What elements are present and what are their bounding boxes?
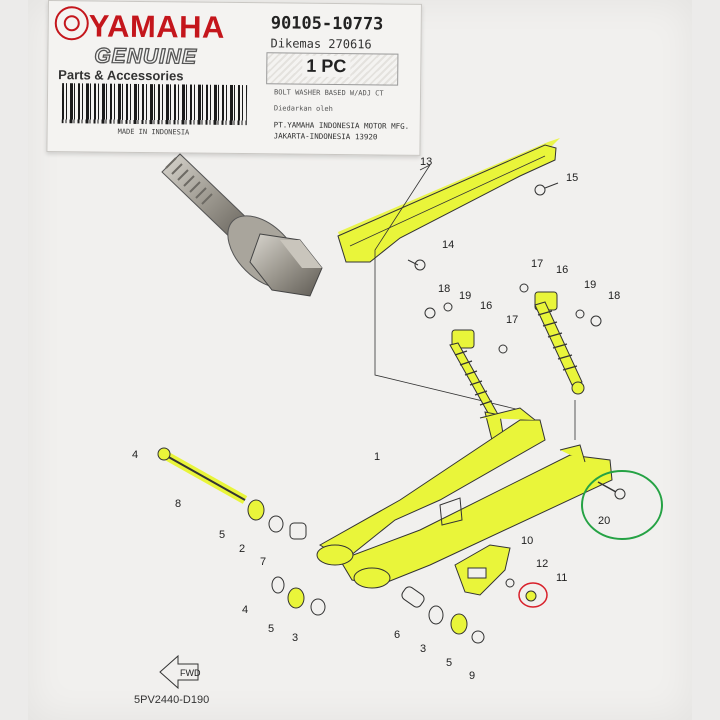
svg-text:FWD: FWD [180, 668, 201, 678]
yamaha-tuning-fork-icon [54, 6, 89, 41]
bolt-photo [161, 153, 323, 297]
shock-absorber-left [449, 329, 505, 441]
quantity: 1 PC [302, 55, 351, 78]
svg-text:4: 4 [242, 604, 248, 616]
part-description: BOLT WASHER BASED W/ADJ CT [274, 88, 384, 98]
svg-text:9: 9 [469, 670, 475, 682]
svg-text:3: 3 [420, 643, 426, 655]
svg-text:14: 14 [442, 239, 454, 251]
svg-text:19: 19 [459, 290, 471, 302]
green-marker-circle [581, 470, 663, 540]
barcode [61, 83, 248, 126]
svg-text:2: 2 [239, 543, 245, 555]
fwd-arrow-icon: FWD [159, 654, 201, 690]
chain-puller-part-10 [454, 544, 511, 596]
svg-text:8: 8 [175, 498, 181, 510]
svg-text:18: 18 [438, 283, 450, 295]
chain-case-part-13 [337, 138, 560, 263]
svg-text:5: 5 [268, 623, 274, 635]
drawing-code: 5PV2440-D190 [134, 694, 210, 706]
distributor-text: Diedarkan oleh [273, 104, 333, 113]
yamaha-parts-label: YAMAHA GENUINE Parts & Accessories MADE … [46, 0, 422, 156]
svg-text:20: 20 [598, 515, 610, 527]
genuine-text: GENUINE [94, 44, 198, 69]
callout-labels: 13 14 15 16 16 17 17 18 18 19 19 1 20 8 … [132, 156, 620, 682]
brand-name: YAMAHA [88, 8, 226, 45]
svg-text:18: 18 [608, 290, 620, 302]
svg-text:1: 1 [374, 451, 380, 463]
svg-text:7: 7 [260, 556, 266, 568]
red-marker-circle [518, 582, 548, 608]
washers-and-nuts [424, 283, 602, 354]
svg-text:10: 10 [521, 535, 533, 547]
svg-text:17: 17 [506, 314, 518, 326]
svg-text:6: 6 [394, 629, 400, 641]
bolt-part-15 [534, 182, 559, 196]
svg-text:17: 17 [531, 258, 543, 270]
svg-text:13: 13 [420, 156, 432, 168]
svg-text:12: 12 [536, 558, 548, 570]
svg-text:19: 19 [584, 279, 596, 291]
packed-date: Dikemas 270616 [270, 36, 372, 52]
made-in-text: MADE IN INDONESIA [117, 127, 190, 137]
manufacturer-address: JAKARTA-INDONESIA 13920 [273, 131, 378, 142]
svg-text:11: 11 [556, 572, 567, 584]
swingarm-part-1 [316, 407, 613, 589]
svg-text:15: 15 [566, 172, 578, 184]
bushings-and-collars [247, 481, 626, 644]
svg-text:4: 4 [132, 449, 138, 461]
svg-text:16: 16 [556, 264, 568, 276]
svg-text:5: 5 [219, 529, 225, 541]
svg-text:16: 16 [480, 300, 492, 312]
part-number: 90105-10773 [270, 13, 384, 35]
svg-text:5: 5 [446, 657, 452, 669]
parts-accessories-text: Parts & Accessories [58, 67, 184, 84]
pivot-shaft-part-8 [157, 447, 248, 504]
shock-absorber-right [534, 291, 585, 395]
bolt-part-14 [407, 259, 426, 271]
svg-text:3: 3 [292, 632, 298, 644]
manufacturer-name: PT.YAMAHA INDONESIA MOTOR MFG. [273, 120, 410, 131]
